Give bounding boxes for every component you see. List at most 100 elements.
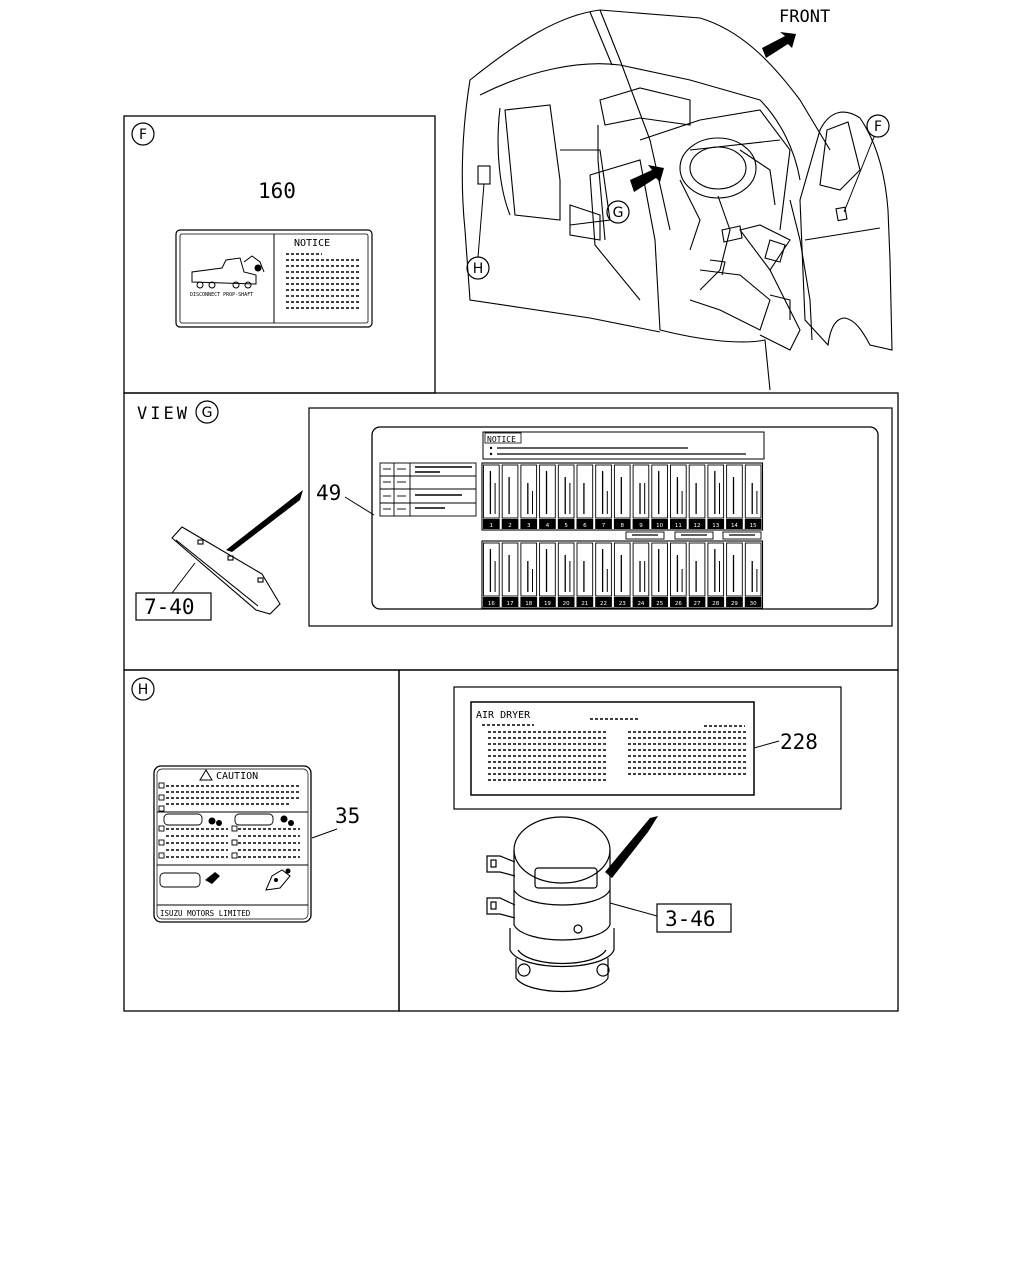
callout-f-circle-cab <box>866 114 890 138</box>
isuzu-text: ISUZU MOTORS LIMITED <box>160 909 251 918</box>
part-7-40-number: 7-40 <box>144 595 195 619</box>
fuse-number: 27 <box>694 601 701 607</box>
part-3-46-number: 3-46 <box>665 907 716 931</box>
gear-shift-icon <box>205 815 294 891</box>
fuse-number: 25 <box>656 601 663 607</box>
air-dryer-unit <box>486 816 615 992</box>
fuse-number: 18 <box>525 601 532 607</box>
part-160-number: 160 <box>258 179 296 203</box>
fuse-number: 8 <box>621 523 625 529</box>
fuse-number: 3 <box>527 523 531 529</box>
fuse-slot: 1 <box>483 464 500 529</box>
callout-h-circle-panel <box>131 677 155 701</box>
fuse-slot: 12 <box>688 464 706 529</box>
panel-air-dryer <box>398 669 899 1012</box>
fuse-slot: 24 <box>632 542 650 607</box>
fuse-middle-bars <box>625 531 762 540</box>
fuse-slot: 16 <box>483 542 500 607</box>
caution-heading: CAUTION <box>216 771 258 782</box>
fuse-number: 6 <box>583 523 587 529</box>
fuse-slot: 27 <box>688 542 706 607</box>
fuse-slot: 25 <box>651 542 668 607</box>
fuse-slot: 29 <box>726 542 743 607</box>
fuse-notice-heading: NOTICE <box>487 435 516 444</box>
panel-h <box>123 669 400 1012</box>
view-label: VIEW <box>137 404 190 424</box>
fuse-slot: 6 <box>576 464 594 529</box>
fuse-slot: 30 <box>744 542 762 607</box>
cab-illustration <box>461 9 893 391</box>
callout-g-circle-view <box>195 400 219 424</box>
panel-frames <box>123 115 899 1012</box>
fuse-number: 2 <box>508 523 512 529</box>
fuse-number: 15 <box>750 523 757 529</box>
fuse-number: 4 <box>546 523 550 529</box>
fuse-number: 11 <box>675 523 682 529</box>
callout-h-cab: H <box>473 261 484 277</box>
front-label: FRONT <box>779 7 830 27</box>
fuse-slot: 8 <box>613 464 631 529</box>
part-228-number: 228 <box>780 730 818 754</box>
fuse-slot: 26 <box>670 542 687 607</box>
callout-f-panel: F <box>139 127 147 143</box>
fuse-slot: 21 <box>576 542 594 607</box>
fuse-number: 16 <box>488 601 495 607</box>
truck-icon <box>191 255 265 289</box>
caution-label-35: CAUTION <box>153 765 312 923</box>
fuse-number: 28 <box>712 601 719 607</box>
fuse-slot: 5 <box>557 464 575 529</box>
fuse-slot: 9 <box>632 464 650 529</box>
callout-g-view: G <box>202 405 213 421</box>
fuse-number: 21 <box>581 601 588 607</box>
fuse-number: 23 <box>619 601 626 607</box>
callout-f-cab: F <box>874 119 882 135</box>
disconnect-text: DISCONNECT PROP-SHAFT <box>190 292 253 298</box>
fuse-number: 12 <box>694 523 701 529</box>
fuse-slot: 11 <box>670 464 687 529</box>
fuse-side-table <box>379 462 477 517</box>
part-49-number: 49 <box>316 481 341 505</box>
air-dryer-label-inner <box>470 701 755 796</box>
air-dryer-label-outer <box>453 686 842 810</box>
callout-g-cab: G <box>613 205 624 221</box>
fuse-number: 29 <box>731 601 738 607</box>
fuse-slot: 18 <box>520 542 538 607</box>
fuse-slot: 2 <box>501 464 519 529</box>
fuse-number: 17 <box>507 601 514 607</box>
fuse-number: 10 <box>656 523 663 529</box>
fuse-number: 1 <box>490 523 494 529</box>
part-35-number: 35 <box>335 804 360 828</box>
panel-f <box>123 115 436 394</box>
fuse-number: 13 <box>712 523 719 529</box>
callout-h-circle-cab <box>466 256 490 280</box>
fuse-slot: 15 <box>744 464 762 529</box>
fuse-label-inner <box>371 426 879 610</box>
fuse-notice-box <box>482 431 765 460</box>
callout-h-panel: H <box>138 682 149 698</box>
fuse-number: 20 <box>563 601 570 607</box>
notice-heading: NOTICE <box>294 238 330 249</box>
callout-g-circle-cab <box>606 200 630 224</box>
notice-label-160: NOTICE DISCONNECT PROP-SHAFT <box>175 229 373 328</box>
fuse-number: 26 <box>675 601 682 607</box>
fuse-slot: 23 <box>613 542 631 607</box>
fuse-number: 7 <box>602 523 606 529</box>
leader-wedge-air-dryer <box>605 816 658 878</box>
warning-triangle-icon <box>199 769 213 781</box>
callout-f-circle-panel <box>131 122 155 146</box>
fuse-number: 30 <box>750 601 757 607</box>
part-3-46-box <box>656 903 732 933</box>
fuse-slot: 20 <box>557 542 575 607</box>
fuse-slot: 13 <box>707 464 725 529</box>
fuse-number: 9 <box>639 523 643 529</box>
fuse-slot: 4 <box>539 464 556 529</box>
fuse-slot: 7 <box>595 464 612 529</box>
fuse-number: 22 <box>600 601 607 607</box>
fuse-number: 14 <box>731 523 738 529</box>
fuse-label-outer <box>308 407 893 627</box>
leader-wedge <box>226 490 303 552</box>
front-arrow-icon <box>762 32 796 58</box>
cover-part-7-40 <box>171 526 281 615</box>
